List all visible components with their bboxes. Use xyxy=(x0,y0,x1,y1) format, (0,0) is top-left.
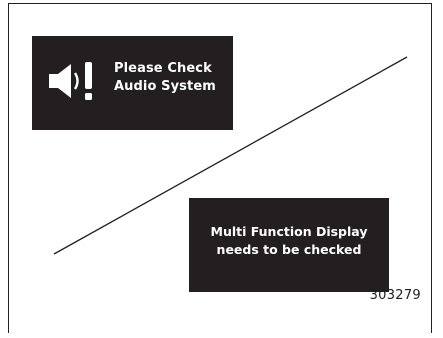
figure-number: 303279 xyxy=(369,288,421,303)
audio-warning-line2: Audio System xyxy=(114,79,216,94)
mfd-warning-panel: Multi Function Display needs to be check… xyxy=(189,198,389,292)
figure-frame xyxy=(8,3,432,333)
audio-warning-text: Please Check Audio System xyxy=(114,60,216,96)
mfd-warning-text: Multi Function Display needs to be check… xyxy=(189,223,389,259)
mfd-warning-line1: Multi Function Display xyxy=(210,224,368,239)
audio-warning-line1: Please Check xyxy=(114,61,212,76)
speaker-warning-icon xyxy=(49,62,92,100)
mfd-warning-line2: needs to be checked xyxy=(216,242,362,257)
audio-warning-panel: Please Check Audio System xyxy=(32,36,233,130)
